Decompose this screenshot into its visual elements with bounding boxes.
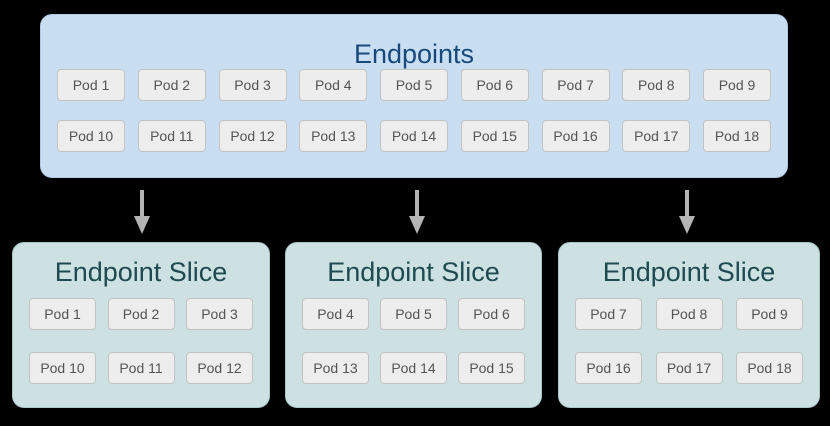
endpoints-title: Endpoints bbox=[353, 39, 475, 69]
pod-box: Pod 6 bbox=[458, 298, 525, 330]
pod-box: Pod 10 bbox=[29, 352, 96, 384]
pod-box: Pod 17 bbox=[655, 352, 723, 384]
endpoints-box: Endpoints Pod 1 Pod 2 Pod 3 Pod 4 Pod 5 Pod 6… bbox=[40, 14, 788, 178]
pod-box: Pod 12 bbox=[186, 352, 253, 384]
pod-box: Pod 16 bbox=[575, 352, 642, 384]
slice-2-pod-row-1: Pod 4 Pod 5 Pod 6 bbox=[302, 298, 525, 330]
pod-box: Pod 7 bbox=[541, 69, 610, 101]
pod-box: Pod 11 bbox=[107, 352, 175, 384]
pod-box: Pod 10 bbox=[57, 120, 125, 152]
pod-box: Pod 18 bbox=[736, 352, 803, 384]
pod-box: Pod 3 bbox=[186, 298, 253, 330]
arrow-head bbox=[409, 216, 425, 234]
pod-box: Pod 5 bbox=[380, 298, 447, 330]
slice-3-pod-row-2: Pod 16 Pod 17 Pod 18 bbox=[575, 352, 803, 384]
pod-box: Pod 8 bbox=[622, 69, 691, 101]
arrow-stem bbox=[140, 190, 144, 217]
pod-box: Pod 18 bbox=[703, 120, 771, 152]
arrow-stem bbox=[685, 190, 689, 217]
pod-box: Pod 7 bbox=[575, 298, 642, 330]
endpoints-pod-row-2: Pod 10 Pod 11 Pod 12 Pod 13 Pod 14 Pod 15 Pod … bbox=[57, 120, 771, 152]
pod-box: Pod 8 bbox=[655, 298, 723, 330]
pod-box: Pod 1 bbox=[29, 298, 96, 330]
arrow-stem bbox=[415, 190, 419, 217]
pod-box: Pod 1 bbox=[57, 69, 125, 101]
pod-box: Pod 15 bbox=[460, 120, 529, 152]
down-arrow-icon bbox=[409, 190, 425, 234]
down-arrow-icon bbox=[134, 190, 150, 234]
endpoint-slice-title: Endpoint Slice bbox=[54, 257, 228, 287]
pod-box: Pod 13 bbox=[302, 352, 369, 384]
pod-box: Pod 2 bbox=[107, 298, 175, 330]
pod-box: Pod 13 bbox=[299, 120, 368, 152]
pod-box: Pod 4 bbox=[302, 298, 369, 330]
pod-box: Pod 2 bbox=[137, 69, 206, 101]
pod-box: Pod 14 bbox=[380, 120, 448, 152]
pod-box: Pod 14 bbox=[380, 352, 447, 384]
pod-box: Pod 3 bbox=[218, 69, 287, 101]
endpoint-slice-title: Endpoint Slice bbox=[602, 257, 776, 287]
endpoints-pod-row-1: Pod 1 Pod 2 Pod 3 Pod 4 Pod 5 Pod 6 Pod 7 Pod 8… bbox=[57, 69, 771, 101]
pod-box: Pod 16 bbox=[541, 120, 610, 152]
pod-box: Pod 15 bbox=[458, 352, 525, 384]
pod-box: Pod 11 bbox=[137, 120, 206, 152]
arrow-head bbox=[679, 216, 695, 234]
arrow-head bbox=[134, 216, 150, 234]
pod-box: Pod 9 bbox=[703, 69, 771, 101]
slice-1-pod-row-1: Pod 1 Pod 2 Pod 3 bbox=[29, 298, 253, 330]
down-arrow-icon bbox=[679, 190, 695, 234]
endpoint-slice-title: Endpoint Slice bbox=[327, 257, 500, 287]
pod-box: Pod 4 bbox=[299, 69, 368, 101]
pod-box: Pod 5 bbox=[380, 69, 448, 101]
slice-2-pod-row-2: Pod 13 Pod 14 Pod 15 bbox=[302, 352, 525, 384]
pod-box: Pod 6 bbox=[460, 69, 529, 101]
pod-box: Pod 9 bbox=[736, 298, 803, 330]
pod-box: Pod 12 bbox=[218, 120, 287, 152]
pod-box: Pod 17 bbox=[622, 120, 691, 152]
slice-3-pod-row-1: Pod 7 Pod 8 Pod 9 bbox=[575, 298, 803, 330]
slice-1-pod-row-2: Pod 10 Pod 11 Pod 12 bbox=[29, 352, 253, 384]
